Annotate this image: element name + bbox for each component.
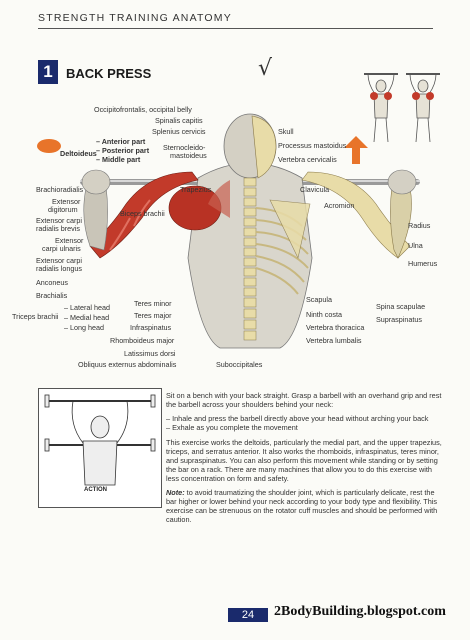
left-forearm	[83, 185, 108, 251]
watermark-site: 2BodyBuilding.blogspot.com	[274, 604, 446, 619]
action-caption: ACTION	[84, 487, 107, 493]
note-label: Note:	[166, 488, 185, 497]
label-vertebra-thoracica: Vertebra thoracica	[306, 323, 365, 332]
label-vertebra-lumbalis: Vertebra lumbalis	[306, 336, 362, 345]
page-number: 24	[228, 608, 268, 622]
label-anconeus: Anconeus	[36, 278, 68, 287]
label-ecrl-1: Extensor carpi	[36, 256, 82, 265]
running-header: STRENGTH TRAINING ANATOMY	[38, 12, 232, 24]
label-occipitofrontalis: Occipitofrontalis, occipital belly	[94, 105, 192, 114]
orange-marker-icon	[37, 139, 61, 153]
label-humerus: Humerus	[408, 259, 438, 268]
label-obliquus-externus: Obliquus externus abdominalis	[78, 360, 177, 369]
left-hand	[81, 169, 111, 195]
label-lateral-head: – Lateral head	[64, 303, 110, 312]
label-ecrb-2: radialis brevis	[36, 224, 80, 233]
label-sternocleido-1: Sternocleido-	[163, 143, 206, 152]
label-vertebra-cervicalis: Vertebra cervicalis	[278, 155, 337, 164]
exercise-description: Sit on a bench with your back straight. …	[166, 391, 444, 529]
label-ecu-1: Extensor	[55, 236, 84, 245]
action-figure	[44, 394, 156, 486]
label-teres-major: Teres major	[134, 311, 172, 320]
description-muscles: This exercise works the deltoids, partic…	[166, 438, 442, 483]
scapula-bone	[269, 199, 311, 259]
description-intro: Sit on a bench with your back straight. …	[166, 391, 442, 409]
label-brachialis: Brachialis	[36, 291, 68, 300]
label-suboccipitales: Suboccipitales	[216, 360, 263, 369]
label-medial-head: – Medial head	[64, 313, 110, 322]
label-triceps-brachii: Triceps brachii	[12, 312, 59, 321]
right-hand	[387, 169, 417, 195]
label-scapula: Scapula	[306, 295, 332, 304]
label-spinalis-capitis: Spinalis capitis	[155, 116, 203, 125]
label-splenius-cervicis: Splenius cervicis	[152, 127, 206, 136]
label-posterior-part: – Posterior part	[96, 146, 150, 155]
label-latissimus-dorsi: Latissimus dorsi	[124, 349, 176, 358]
orange-arrow-icon	[344, 136, 368, 164]
label-biceps-brachii: Biceps brachii	[120, 209, 165, 218]
label-skull: Skull	[278, 127, 294, 136]
label-teres-minor: Teres minor	[134, 299, 172, 308]
handwritten-checkmark: √	[258, 56, 273, 81]
label-supraspinatus: Supraspinatus	[376, 315, 422, 324]
label-middle-part: – Middle part	[96, 155, 141, 164]
label-processus-mastoidus: Processus mastoidus	[278, 141, 347, 150]
trapezius-muscle	[208, 180, 230, 218]
label-ext-digitorum-2: digitorum	[48, 205, 78, 214]
action-illustration-box	[38, 388, 162, 508]
label-ecu-2: carpi ulnaris	[42, 244, 81, 253]
label-ecrl-2: radialis longus	[36, 264, 82, 273]
label-long-head: – Long head	[64, 323, 104, 332]
header-rule	[38, 28, 433, 29]
label-ecrb-1: Extensor carpi	[36, 216, 82, 225]
label-spina-scapulae: Spina scapulae	[376, 302, 426, 311]
label-ulna: Ulna	[408, 241, 423, 250]
exercise-number-badge: 1	[38, 60, 58, 84]
spine	[243, 177, 257, 341]
label-radius: Radius	[408, 221, 431, 230]
label-brachioradialis: Brachioradialis	[36, 185, 84, 194]
description-step-exhale: – Exhale as you complete the movement	[166, 423, 298, 432]
label-clavicula: Clavicula	[300, 185, 330, 194]
label-infraspinatus: Infraspinatus	[130, 323, 172, 332]
note-text: to avoid traumatizing the shoulder joint…	[166, 488, 438, 524]
label-ninth-costa: Ninth costa	[306, 310, 342, 319]
anatomy-illustration	[80, 113, 420, 349]
description-step-inhale: – Inhale and press the barbell directly …	[166, 414, 429, 423]
exercise-title: BACK PRESS	[66, 66, 152, 81]
label-rhomboideus-major: Rhomboideus major	[110, 336, 175, 345]
mini-figures	[364, 73, 440, 143]
label-trapezius: Trapezius	[180, 185, 212, 194]
description-note: Note: to avoid traumatizing the shoulder…	[166, 488, 444, 524]
label-anterior-part: – Anterior part	[96, 137, 146, 146]
label-acromion: Acromion	[324, 201, 355, 210]
label-ext-digitorum-1: Extensor	[52, 197, 81, 206]
label-sternocleido-2: mastoideus	[170, 151, 207, 160]
label-deltoideus: Deltoideus	[60, 149, 97, 158]
right-arm	[301, 171, 411, 259]
